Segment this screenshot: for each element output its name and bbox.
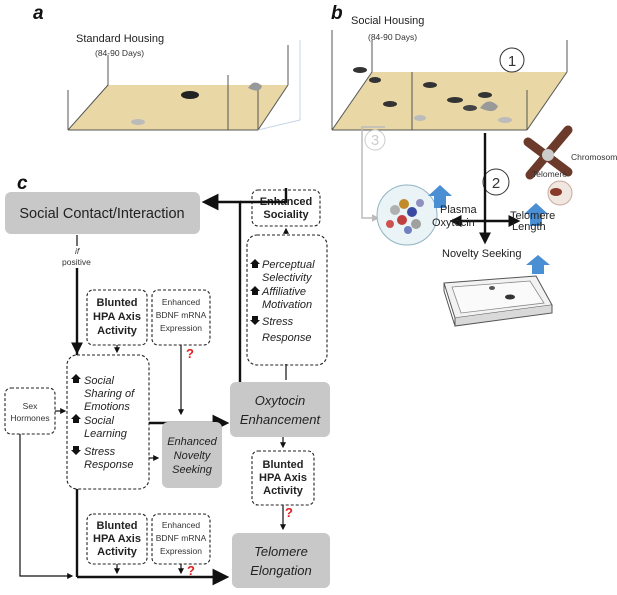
novelty-2: Novelty: [174, 450, 212, 462]
up-arrow-icon: [71, 414, 81, 423]
telomere-label: Telomere: [532, 169, 567, 179]
social-sharing-3: Emotions: [84, 401, 130, 413]
social-learning-1: Social: [84, 415, 115, 427]
sex-hormones-box: [4, 387, 56, 435]
bdnf-1a: Enhanced: [162, 297, 201, 307]
telomere-length-1: Telomere: [510, 210, 555, 222]
standard-housing-cage: [67, 40, 301, 131]
plasma-label-1: Plasma: [440, 204, 478, 216]
social-contact-box: [5, 192, 200, 234]
plasma-label-2: Oxytocin: [432, 217, 475, 229]
telomere-length-2: Length: [512, 221, 546, 233]
blunted-2b: HPA Axis: [259, 472, 307, 484]
sex-hormones-2: Hormones: [10, 413, 49, 423]
novelty-1: Enhanced: [167, 436, 217, 448]
novelty-3: Seeking: [172, 464, 213, 476]
marker-2: 2: [492, 175, 500, 192]
marker-circle-1: [499, 47, 525, 73]
affiliative-1: Affiliative: [261, 286, 306, 298]
stress-1: Stress: [262, 316, 294, 328]
mouse-icon: [181, 91, 199, 99]
social-sharing-1: Social: [84, 375, 115, 387]
open-field-arena-icon: [443, 275, 553, 327]
bdnf-2c: Expression: [160, 546, 202, 556]
telomere-label-1: Telomere: [254, 544, 308, 559]
standard-housing-title: Standard Housing: [76, 33, 164, 45]
feedback-arrow-3: [361, 126, 385, 222]
oxytocin-molecule-icon: [376, 184, 438, 246]
perceptual-2: Selectivity: [262, 272, 313, 284]
down-arrow-icon: [71, 446, 81, 455]
enhanced-sociality-2: Sociality: [263, 209, 309, 221]
social-contact-label: Social Contact/Interaction: [19, 206, 184, 222]
bdnf-1b: BDNF mRNA: [156, 310, 207, 320]
bdnf-2a: Enhanced: [162, 520, 201, 530]
oxytocin-to-social-arrow: [201, 193, 242, 386]
oxytocin-up-arrow: [428, 185, 452, 208]
blunted-1b: HPA Axis: [93, 311, 141, 323]
marker-circle-2: [482, 168, 510, 196]
shelter-icon: [480, 101, 498, 112]
question-mark-1: ?: [186, 346, 194, 361]
blunted-3a: Blunted: [97, 520, 138, 532]
marker-3: 3: [371, 132, 379, 149]
social-housing-cage: [331, 30, 568, 131]
question-mark-3: ?: [187, 563, 195, 578]
blunted-3c: Activity: [97, 546, 138, 558]
telomere-elongation-box: [232, 533, 330, 588]
bdnf-2b: BDNF mRNA: [156, 533, 207, 543]
panel-label-b: b: [331, 3, 343, 24]
chromosome-icon: [523, 125, 573, 206]
up-arrow-icon: [250, 259, 260, 268]
blunted-1c: Activity: [97, 325, 138, 337]
social-learning-2: Learning: [84, 428, 128, 440]
stress-2: Response: [262, 332, 312, 344]
up-arrow-icon: [250, 286, 260, 295]
panel-label-c: c: [17, 173, 28, 194]
telomere-label-2: Elongation: [250, 563, 311, 578]
shelter-icon: [248, 82, 262, 91]
if-label-2: positive: [62, 257, 91, 267]
oxytocin-label-2: Enhancement: [240, 412, 322, 427]
blunted-hpa-box-3: [86, 513, 148, 565]
perceptual-box: [246, 234, 328, 366]
blunted-hpa-box-1: [86, 289, 148, 346]
if-label-1: if: [75, 246, 81, 256]
sex-hormones-to-telomere: [19, 434, 74, 579]
blunted-3b: HPA Axis: [93, 533, 141, 545]
social-housing-title: Social Housing: [351, 15, 424, 27]
question-mark-2: ?: [285, 505, 293, 520]
perceptual-1: Perceptual: [262, 259, 315, 271]
marker-circle-3: [364, 129, 386, 151]
blunted-2a: Blunted: [263, 459, 304, 471]
bdnf-1c: Expression: [160, 323, 202, 333]
sociality-connector: [240, 188, 288, 204]
chromosome-label: Chromosome: [571, 152, 617, 162]
stress-resp-1: Stress: [84, 446, 116, 458]
standard-housing-days: (84-90 Days): [95, 48, 144, 58]
marker-1: 1: [508, 53, 516, 70]
oxytocin-label-1: Oxytocin: [255, 393, 306, 408]
telomere-up-arrow: [524, 203, 548, 226]
blunted-1a: Blunted: [97, 297, 138, 309]
novelty-seeking-label: Novelty Seeking: [442, 248, 522, 260]
up-arrow-icon: [71, 374, 81, 383]
affiliative-2: Motivation: [262, 299, 312, 311]
stress-resp-2: Response: [84, 459, 134, 471]
sex-hormones-1: Sex: [23, 401, 38, 411]
panel-label-a: a: [33, 3, 44, 24]
social-housing-days: (84-90 Days): [368, 32, 417, 42]
oxytocin-enhancement-box: [230, 382, 330, 437]
down-arrow-icon: [250, 316, 260, 325]
blunted-2c: Activity: [263, 485, 304, 497]
social-sharing-box: [66, 354, 150, 490]
enhanced-novelty-box: [162, 422, 222, 488]
social-sharing-2: Sharing of: [84, 388, 135, 400]
novelty-up-arrow: [526, 255, 550, 274]
